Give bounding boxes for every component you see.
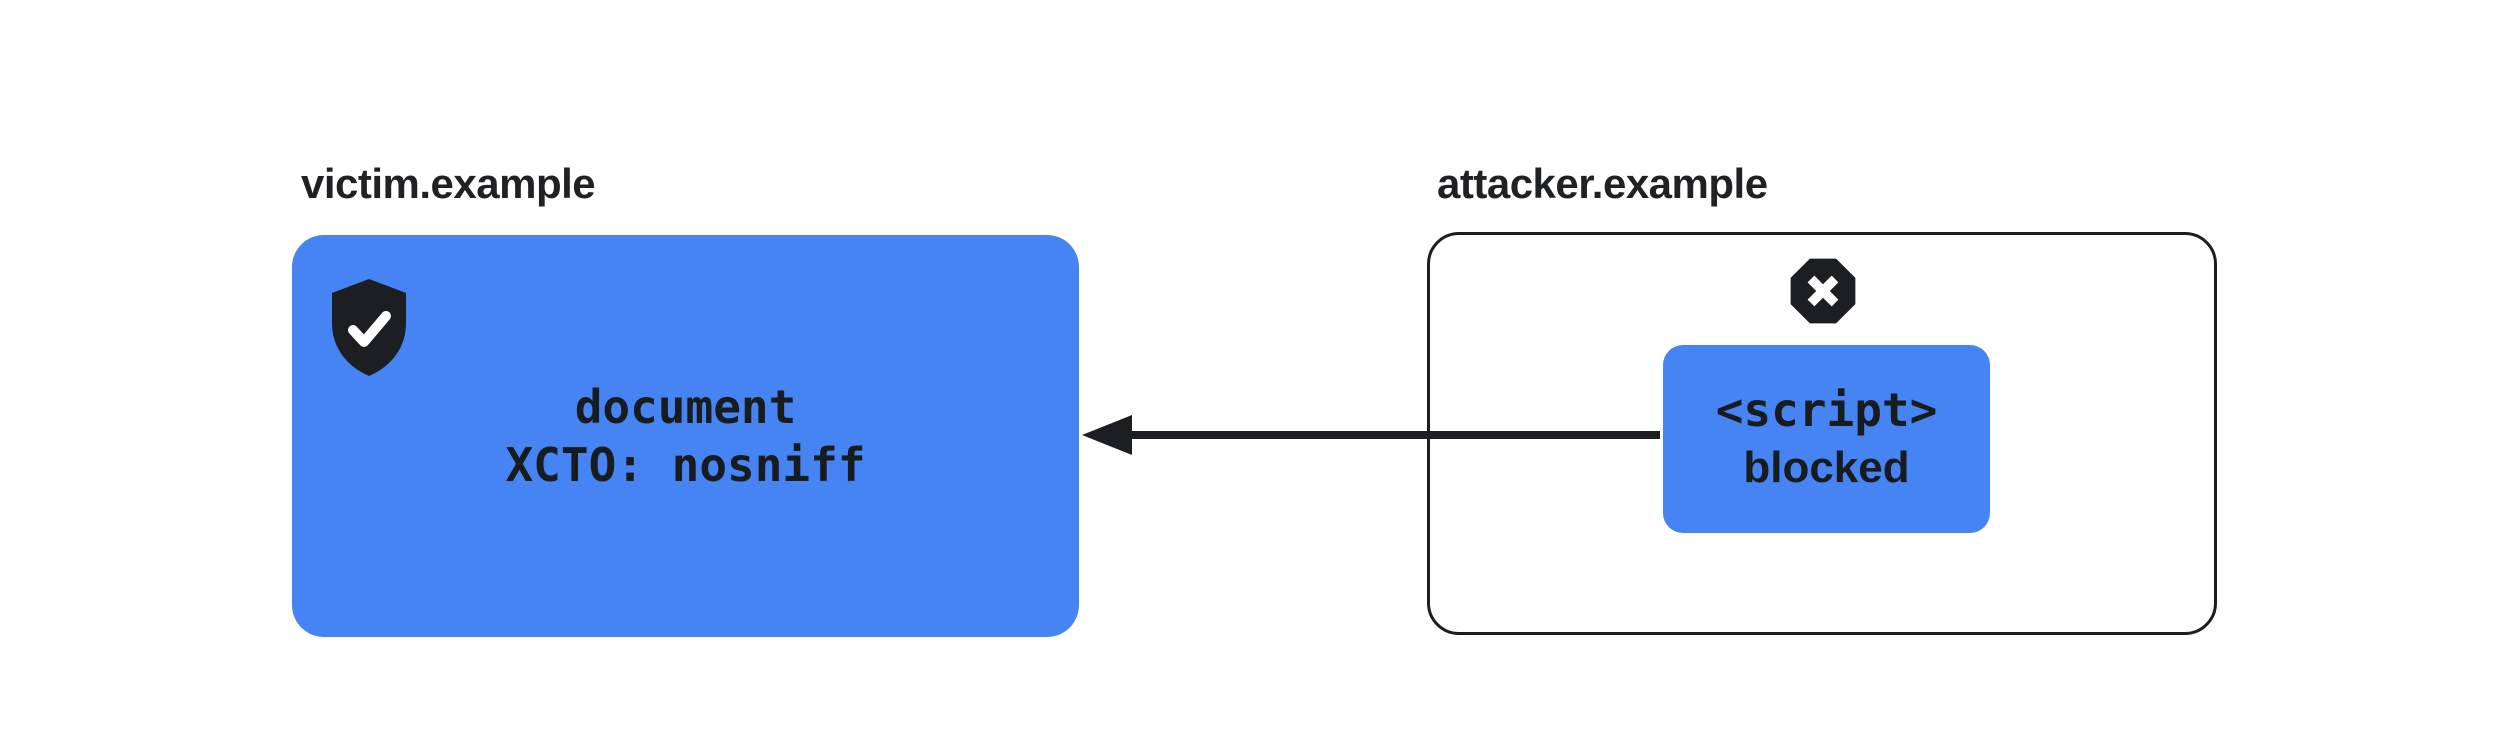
script-blocked-line: blocked (1743, 443, 1910, 492)
shield-check-icon (330, 279, 408, 377)
victim-document-box: document XCTO: nosniff (292, 235, 1079, 637)
attacker-origin-label: attacker.example (1437, 160, 1768, 207)
victim-document-line: document (574, 380, 797, 434)
x-octagon-icon (1786, 253, 1860, 329)
attacker-page-box: <script> blocked (1427, 232, 2217, 635)
victim-xcto-line: XCTO: nosniff (505, 438, 866, 492)
blocked-script-box: <script> blocked (1663, 345, 1990, 533)
victim-origin-label: victim.example (301, 160, 596, 207)
request-arrow (1075, 405, 1665, 465)
script-tag-line: <script> (1715, 383, 1938, 437)
